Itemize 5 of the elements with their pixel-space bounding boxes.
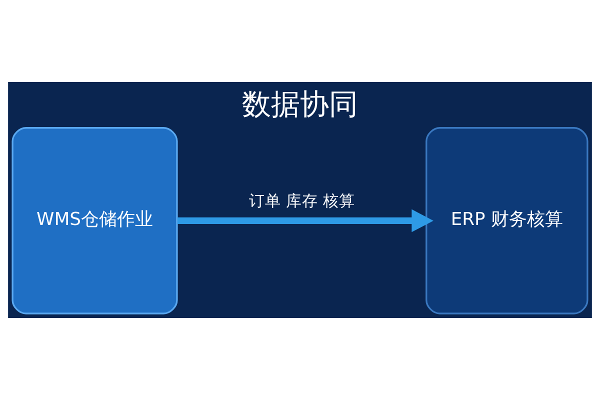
arrow bbox=[177, 209, 434, 232]
diagram-title: 数据协同 bbox=[242, 87, 358, 122]
node-box: ERP 财务核算 bbox=[426, 127, 588, 314]
edge-label: 订单 库存 核算 bbox=[249, 190, 356, 210]
node-box: WMS仓储作业 bbox=[12, 127, 178, 314]
